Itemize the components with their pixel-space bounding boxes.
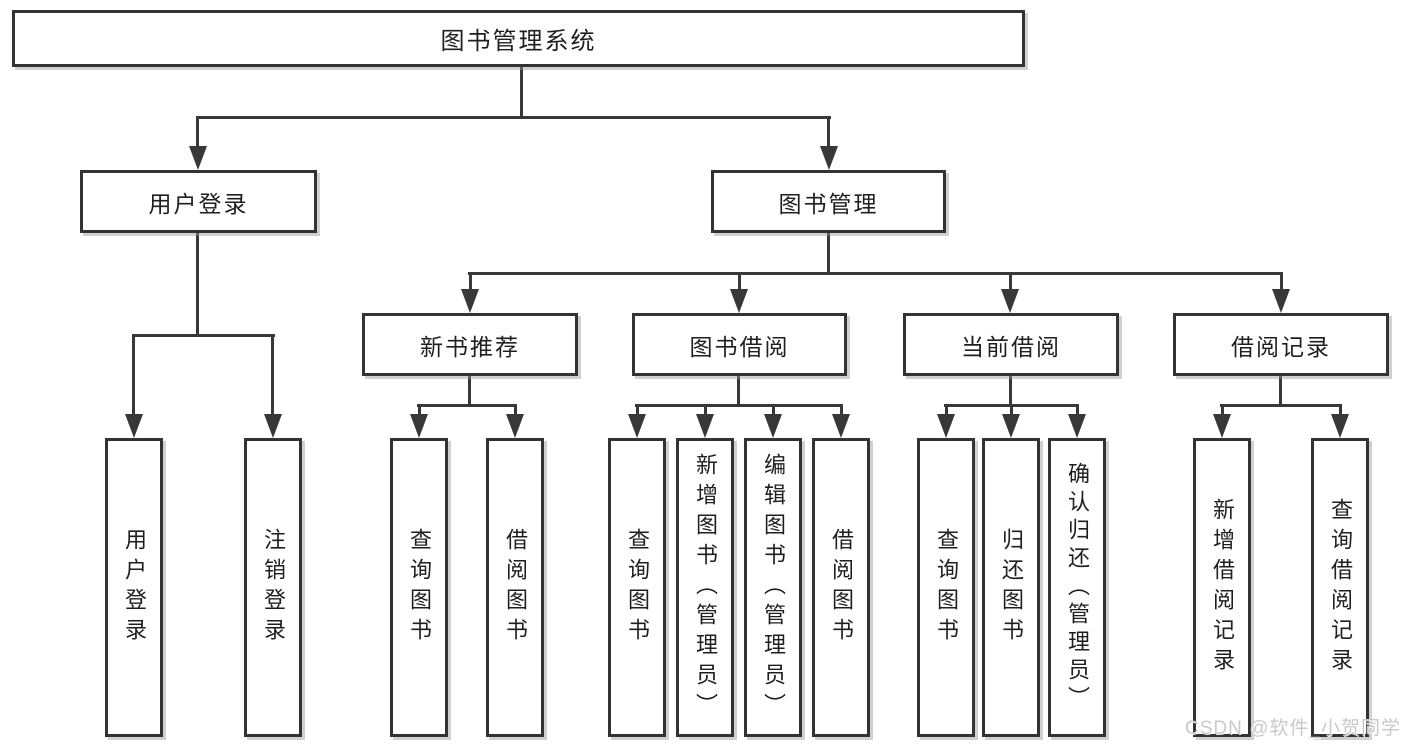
connector-line (1339, 404, 1342, 416)
connector-line (738, 272, 741, 291)
node-current-borrow: 当前借阅 (903, 313, 1119, 376)
arrow-head (1068, 414, 1086, 438)
leaf-borrow-add-books-admin-label: 新增图书（管理员） (693, 452, 718, 723)
leaf-borrow-query-books-label: 查询图书 (625, 527, 650, 648)
arrow-head (820, 146, 838, 170)
connector-line (132, 334, 275, 337)
arrow-head (696, 414, 714, 438)
arrow-head (832, 414, 850, 438)
csdn-watermark: CSDN @软件_小贺同学 (1185, 718, 1401, 739)
arrow-head (1001, 289, 1019, 313)
leaf-user-login-label: 用户登录 (122, 527, 147, 648)
arrow-head (264, 414, 282, 438)
arrow-head (461, 289, 479, 313)
leaf-current-return-books-label: 归还图书 (999, 527, 1024, 648)
connector-line (827, 233, 830, 274)
connector-line (840, 404, 843, 416)
leaf-borrow-borrow-books-label: 借阅图书 (829, 527, 854, 648)
node-book-borrow: 图书借阅 (632, 313, 847, 376)
connector-line (1280, 272, 1283, 291)
connector-line (1220, 404, 1342, 407)
leaf-current-query-books: 查询图书 (917, 438, 975, 737)
connector-line (635, 404, 843, 407)
arrow-head (937, 414, 955, 438)
arrow-head (506, 414, 524, 438)
connector-line (945, 404, 948, 416)
connector-line (468, 272, 1282, 275)
connector-line (271, 334, 274, 416)
connector-line (1279, 376, 1282, 406)
leaf-current-query-books-label: 查询图书 (934, 527, 959, 648)
leaf-borrow-query-books: 查询图书 (608, 438, 666, 737)
node-root: 图书管理系统 (12, 10, 1025, 67)
node-new-book-recommend: 新书推荐 (362, 313, 578, 376)
arrow-head (730, 289, 748, 313)
node-borrow-records: 借阅记录 (1173, 313, 1389, 376)
connector-line (132, 334, 135, 416)
node-user-login: 用户登录 (80, 170, 317, 233)
connector-line (196, 116, 199, 148)
connector-line (1076, 404, 1079, 416)
connector-line (520, 67, 523, 119)
node-borrow-records-label: 借阅记录 (1231, 333, 1331, 360)
arrow-head (1002, 414, 1020, 438)
node-new-book-recommend-label: 新书推荐 (420, 333, 520, 360)
arrow-head (764, 414, 782, 438)
leaf-current-return-books: 归还图书 (982, 438, 1040, 737)
arrow-head (125, 414, 143, 438)
connector-line (417, 404, 517, 407)
leaf-records-query-record-label: 查询借阅记录 (1328, 497, 1353, 678)
connector-line (1009, 272, 1012, 291)
leaf-user-login: 用户登录 (105, 438, 163, 737)
connector-line (737, 376, 740, 406)
connector-line (1221, 404, 1224, 416)
connector-line (468, 376, 471, 406)
node-current-borrow-label: 当前借阅 (961, 333, 1061, 360)
leaf-recommend-borrow-books: 借阅图书 (486, 438, 544, 737)
leaf-recommend-query-books-label: 查询图书 (407, 527, 432, 648)
leaf-records-query-record: 查询借阅记录 (1311, 438, 1369, 737)
leaf-records-add-record: 新增借阅记录 (1193, 438, 1251, 737)
connector-line (196, 233, 199, 336)
node-book-borrow-label: 图书借阅 (689, 333, 790, 360)
connector-line (418, 404, 421, 416)
connector-line (469, 272, 472, 291)
arrow-head (189, 146, 207, 170)
leaf-records-add-record-label: 新增借阅记录 (1210, 497, 1235, 678)
node-root-label: 图书管理系统 (440, 28, 597, 55)
leaf-borrow-edit-books-admin: 编辑图书（管理员） (744, 438, 802, 737)
connector-line (1009, 376, 1012, 406)
leaf-borrow-add-books-admin: 新增图书（管理员） (676, 438, 734, 737)
leaf-logout: 注销登录 (244, 438, 302, 737)
node-book-management: 图书管理 (711, 170, 946, 233)
arrow-head (410, 414, 428, 438)
leaf-current-confirm-return-admin: 确认归还（管理员） (1048, 438, 1106, 737)
connector-line (772, 404, 775, 416)
node-book-management-label: 图书管理 (778, 190, 879, 217)
connector-line (827, 116, 830, 148)
connector-line (636, 404, 639, 416)
leaf-recommend-query-books: 查询图书 (390, 438, 448, 737)
leaf-logout-label: 注销登录 (261, 527, 286, 648)
connector-line (197, 116, 831, 119)
arrow-head (628, 414, 646, 438)
connector-line (514, 404, 517, 416)
connector-line (1010, 404, 1013, 416)
arrow-head (1272, 289, 1290, 313)
leaf-borrow-edit-books-admin-label: 编辑图书（管理员） (761, 452, 786, 723)
leaf-borrow-borrow-books: 借阅图书 (812, 438, 870, 737)
connector-line (704, 404, 707, 416)
node-user-login-label: 用户登录 (148, 190, 249, 217)
arrow-head (1331, 414, 1349, 438)
arrow-head (1213, 414, 1231, 438)
leaf-current-confirm-return-admin-label: 确认归还（管理员） (1065, 461, 1090, 714)
leaf-recommend-borrow-books-label: 借阅图书 (503, 527, 528, 648)
